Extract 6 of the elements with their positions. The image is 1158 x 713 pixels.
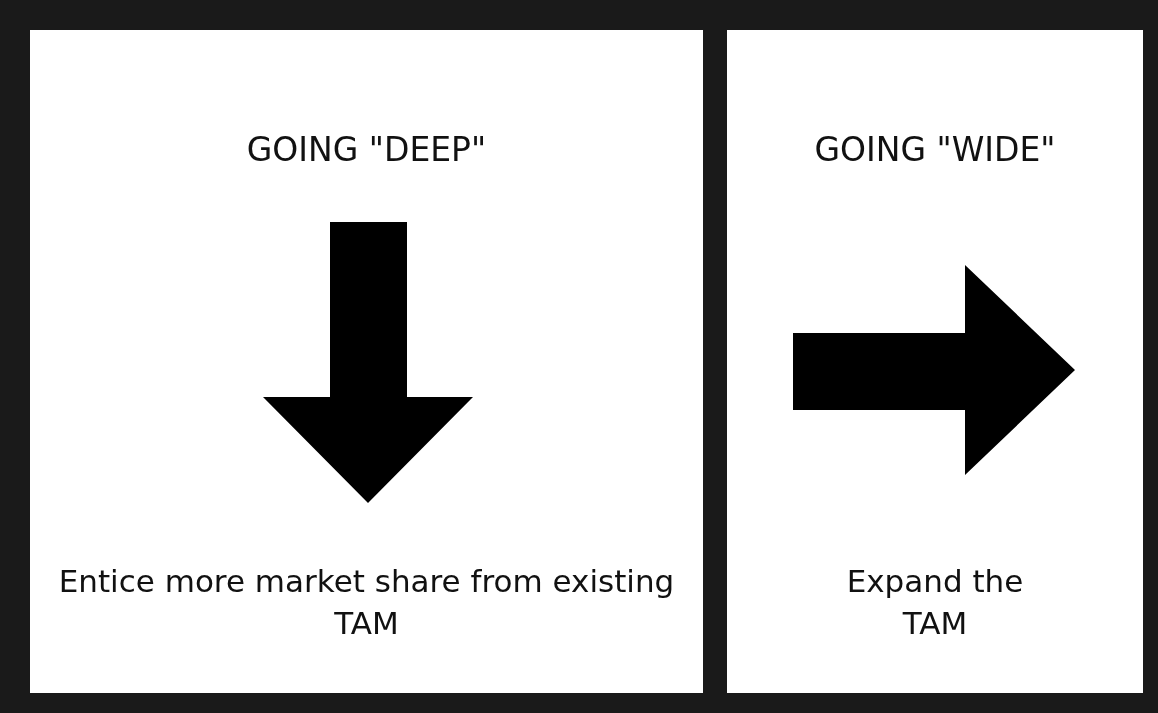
description-text: Entice more market share from existing TAM	[57, 562, 676, 643]
panel	[30, 30, 703, 693]
panel	[727, 30, 1143, 693]
description-text: Expand the TAM	[845, 562, 1025, 643]
panel-heading: GOING "WIDE"	[813, 130, 1057, 169]
panel-heading: GOING "DEEP"	[245, 130, 488, 169]
